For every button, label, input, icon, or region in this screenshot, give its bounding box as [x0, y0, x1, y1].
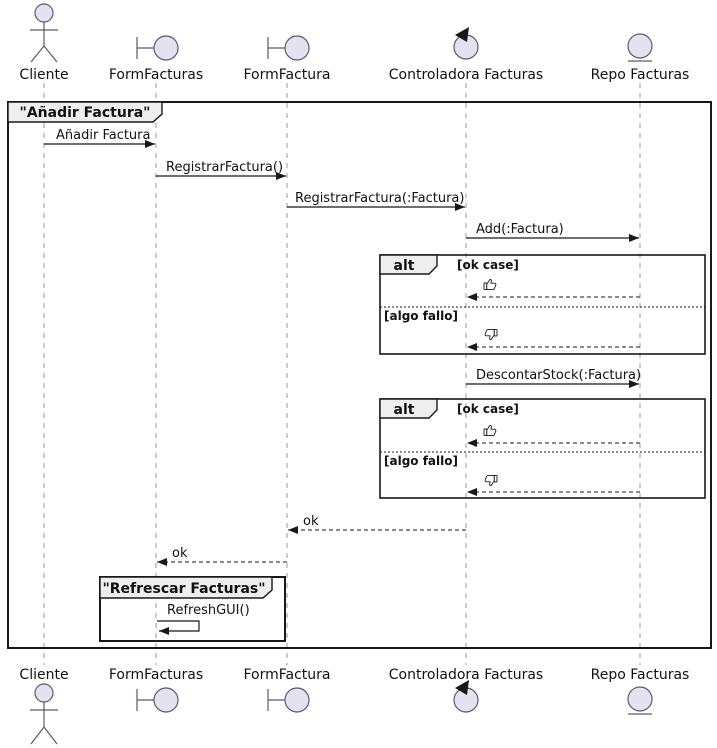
refresh-frame-title: "Refrescar Facturas" [102, 581, 265, 597]
refresh-frame: "Refrescar Facturas" RefreshGUI() [99, 576, 286, 642]
main-frame-tab [7, 101, 163, 123]
participant-label-cliente-footer: Cliente [19, 667, 68, 683]
boundary-icon [136, 35, 179, 61]
thumbs-up-icon [483, 425, 497, 437]
participant-label-formfacturas: FormFacturas [109, 67, 203, 83]
lifelines [43, 83, 641, 665]
alt1-operator: alt [394, 258, 415, 274]
alt2-guard-ok: [ok case] [457, 402, 519, 416]
boundary-icon [267, 35, 310, 61]
participant-label-formfactura: FormFactura [243, 67, 330, 83]
main-frame: "Añadir Factura" [7, 101, 712, 649]
participants-header: Cliente FormFacturas FormFactura Control… [19, 3, 690, 83]
participant-label-controladora-footer: Controladora Facturas [389, 667, 543, 683]
main-frame-border [7, 101, 712, 649]
message-ok-to-formfactura: ok [303, 514, 319, 529]
participant-label-formfactura-footer: FormFactura [243, 667, 330, 683]
message-registrarfactura-factura: RegistrarFactura(:Factura) [295, 191, 464, 206]
message-add-factura: Add(:Factura) [476, 222, 564, 237]
control-icon [453, 27, 479, 60]
messages: Añadir Factura RegistrarFactura() Regist… [44, 128, 639, 242]
arrow-refreshgui-self [157, 620, 200, 635]
participants-footer: Cliente FormFacturas FormFactura Control… [19, 667, 690, 745]
alt2-tab [379, 398, 438, 419]
participant-label-formfacturas-footer: FormFacturas [109, 667, 203, 683]
thumbs-down-icon [484, 328, 498, 340]
message-descontarstock: DescontarStock(:Factura) [476, 368, 641, 383]
message-ok-to-formfacturas: ok [172, 546, 188, 561]
participant-label-repo: Repo Facturas [591, 67, 690, 83]
alt-frame-1: alt [ok case] [algo fallo] [379, 254, 706, 355]
actor-icon [30, 3, 58, 63]
alt1-guard-ok: [ok case] [457, 258, 519, 272]
main-frame-title: "Añadir Factura" [20, 105, 151, 121]
message-descontarstock-group: DescontarStock(:Factura) [466, 368, 641, 388]
message-anadir-factura: Añadir Factura [56, 128, 151, 143]
boundary-icon [136, 687, 179, 713]
alt1-tab [379, 254, 438, 275]
alt1-border [379, 254, 706, 355]
participant-label-cliente: Cliente [19, 67, 68, 83]
alt2-border [379, 398, 706, 499]
ok-returns: ok ok [157, 514, 466, 566]
alt-frame-2: alt [ok case] [algo fallo] [379, 398, 706, 499]
alt2-operator: alt [394, 402, 415, 418]
alt1-guard-fail: [algo fallo] [384, 309, 458, 323]
alt2-guard-fail: [algo fallo] [384, 454, 458, 468]
participant-label-repo-footer: Repo Facturas [591, 667, 690, 683]
control-icon [453, 680, 479, 713]
refresh-frame-tab [99, 576, 273, 599]
actor-icon [30, 683, 58, 745]
participant-label-controladora: Controladora Facturas [389, 67, 543, 83]
message-refreshgui: RefreshGUI() [167, 603, 250, 618]
thumbs-up-icon [483, 279, 497, 291]
entity-icon [627, 686, 653, 715]
message-registrarfactura: RegistrarFactura() [166, 160, 283, 175]
boundary-icon [267, 687, 310, 713]
thumbs-down-icon [484, 474, 498, 486]
entity-icon [627, 33, 653, 62]
